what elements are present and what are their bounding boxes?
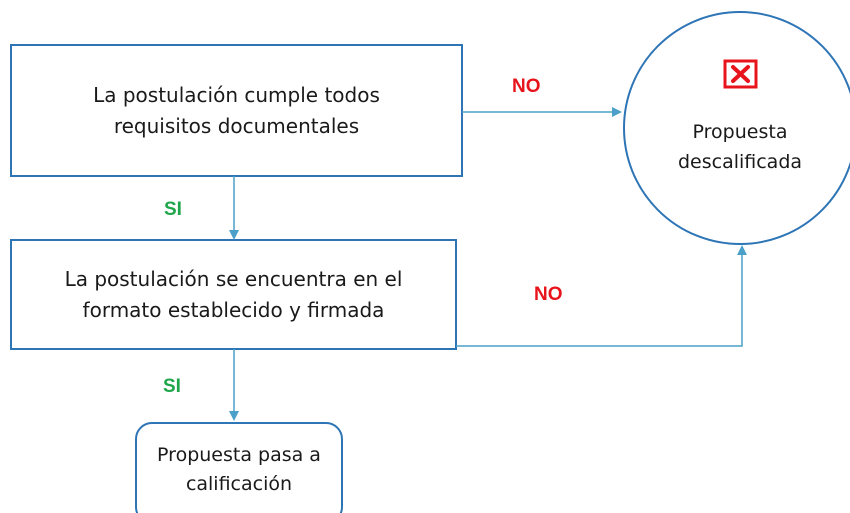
box2-line1: La postulación se encuentra en el [64, 266, 403, 291]
circle-text: Propuesta descalificada [650, 117, 830, 178]
circle-descalificada [623, 11, 850, 245]
label-no-middle: NO [534, 284, 563, 305]
circle-line1: Propuesta [692, 121, 788, 143]
label-si-bottom: SI [163, 376, 181, 397]
box3-line1: Propuesta pasa a [157, 443, 321, 466]
box2-text: La postulación se encuentra en el format… [11, 240, 456, 349]
connector-box2-to-circle [456, 245, 747, 347]
box1-line2: requisitos documentales [113, 113, 360, 138]
label-si-top: SI [164, 199, 182, 220]
box1-line1: La postulación cumple todos [93, 82, 380, 107]
box3-line2: calificación [185, 473, 293, 495]
box-formato-establecido [10, 239, 457, 350]
label-no-top: NO [512, 76, 541, 97]
box-pasa-calificacion [135, 422, 343, 513]
x-mark-icon [723, 59, 758, 89]
box3-text: Propuesta pasa a calificación [136, 430, 342, 510]
box1-text: La postulación cumple todos requisitos d… [11, 45, 462, 176]
box-requisitos-documentales [10, 44, 463, 177]
circle-line2: descalificada [677, 151, 803, 174]
box2-line2: formato establecido y firmada [82, 297, 385, 322]
